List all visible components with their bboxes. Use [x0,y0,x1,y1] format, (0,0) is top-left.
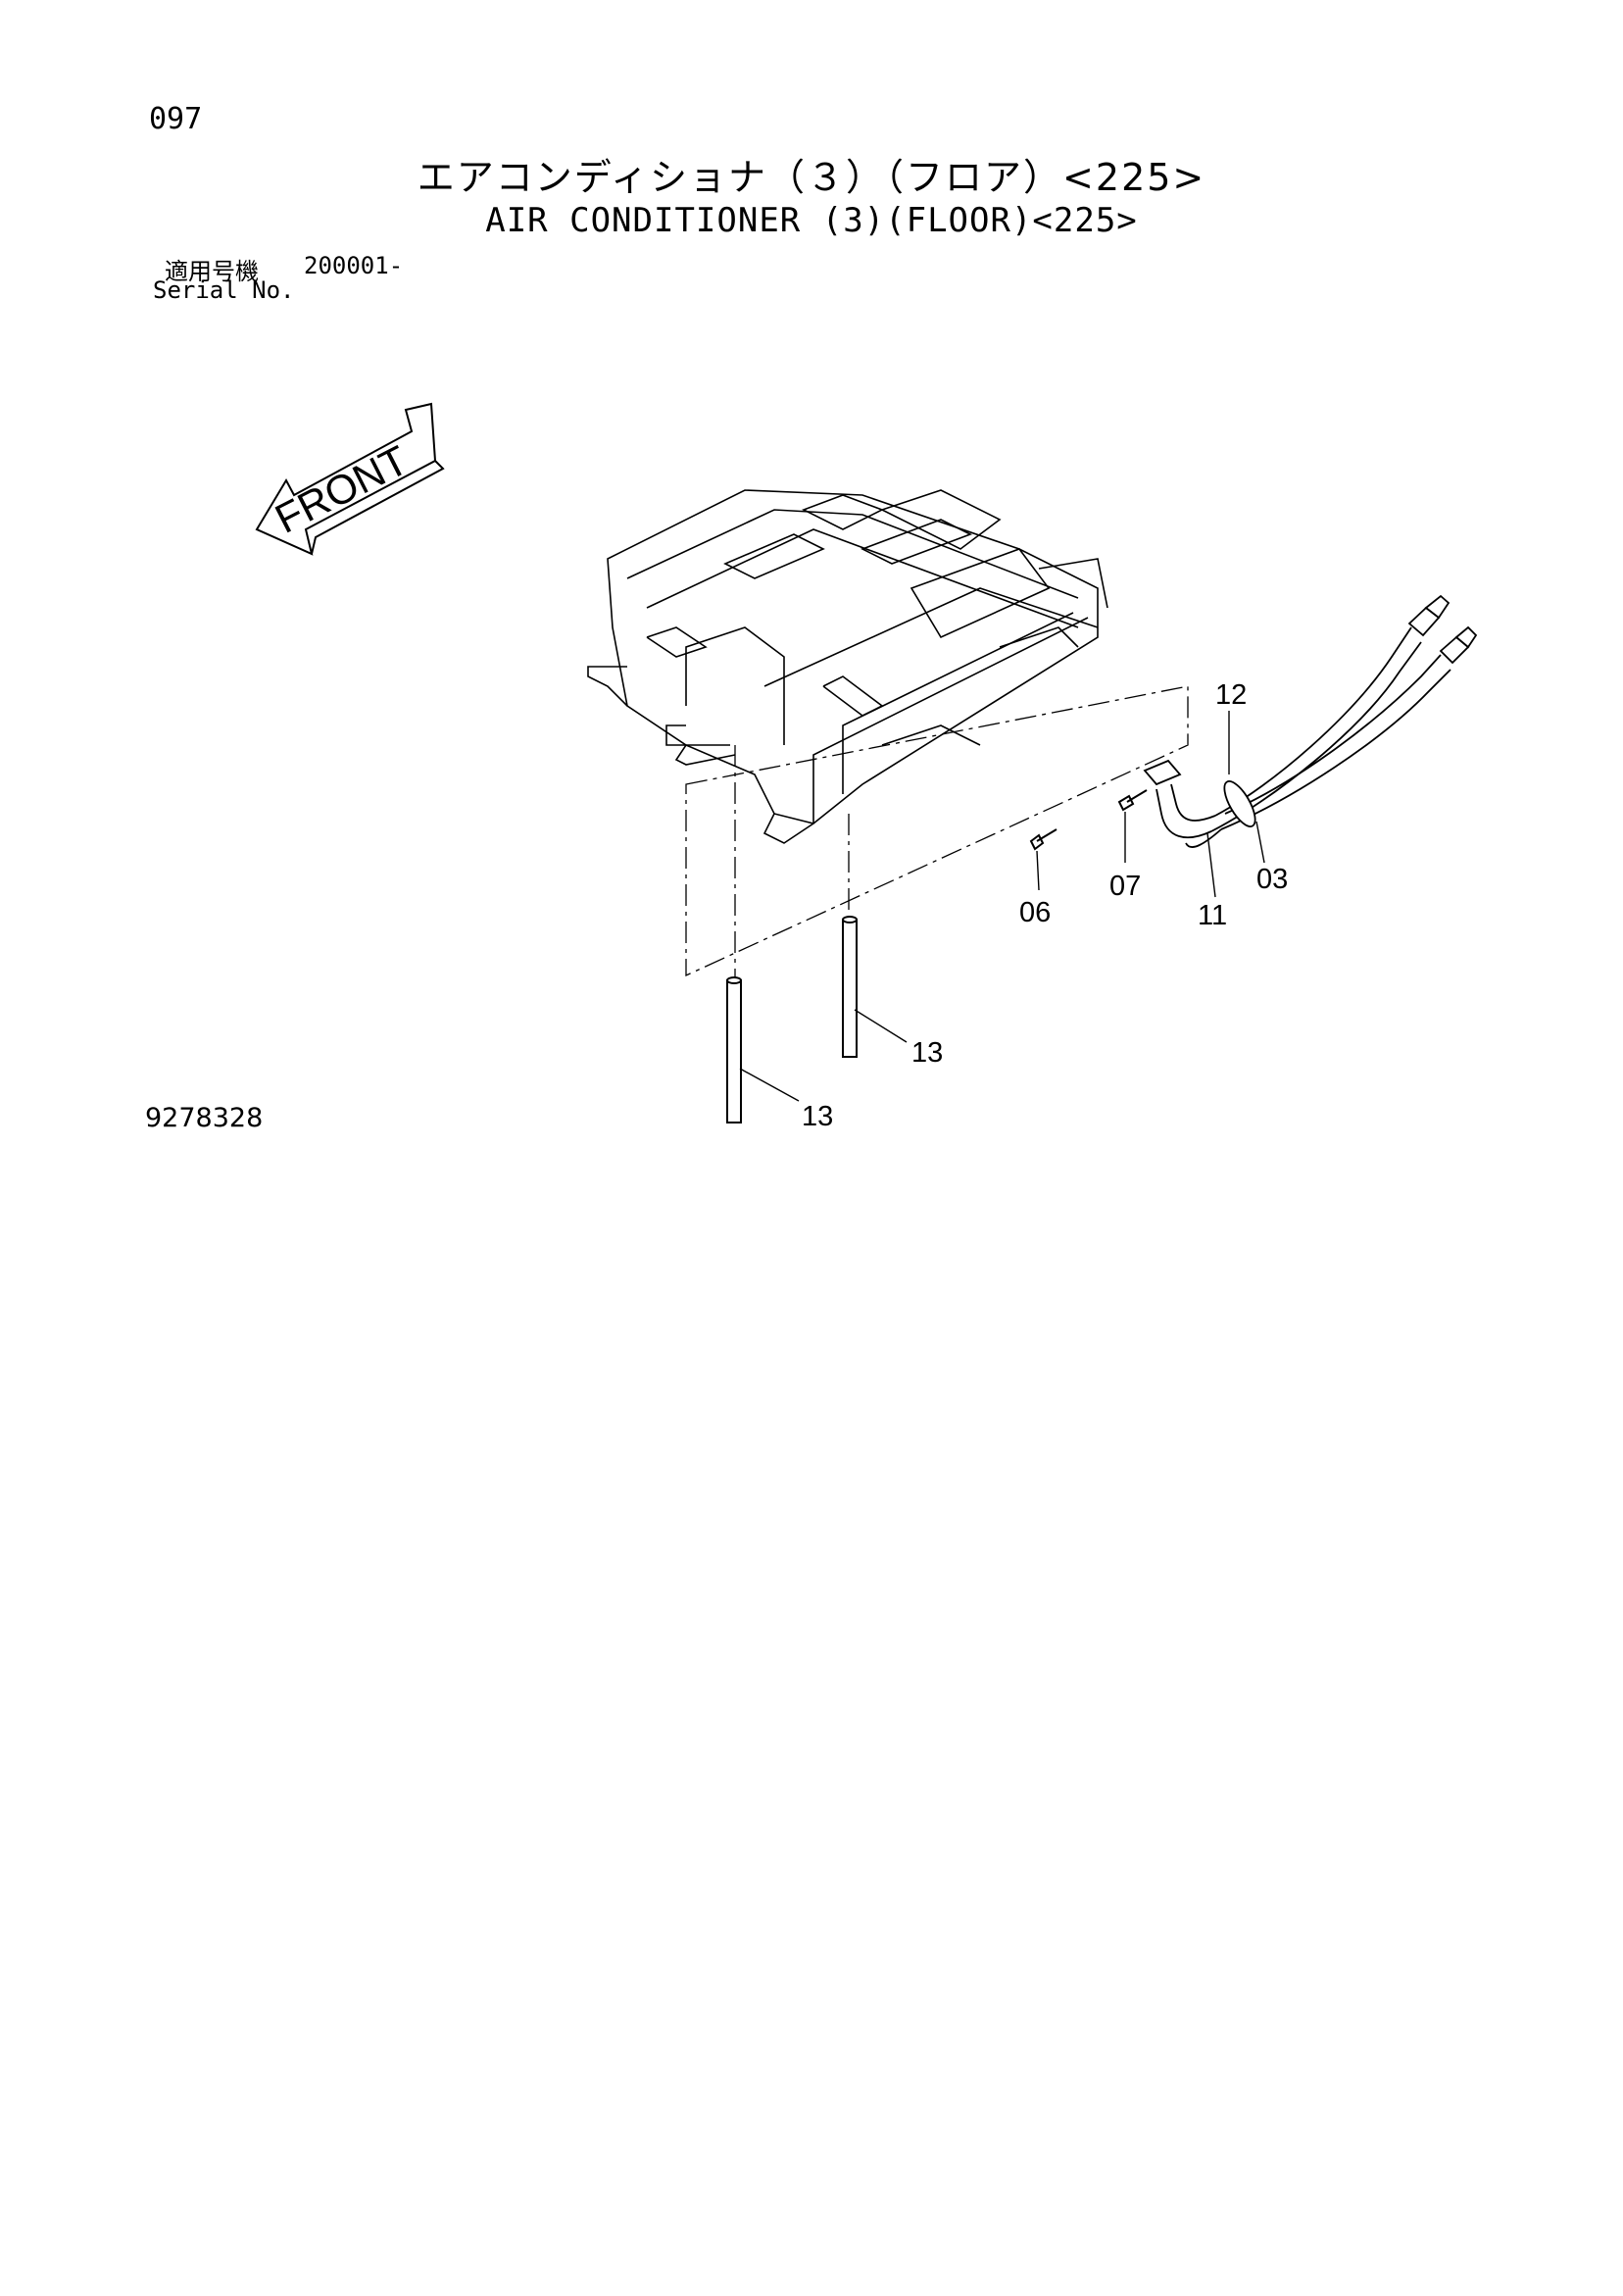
front-arrow-label: FRONT [268,436,415,542]
guide-outline [685,685,1189,977]
bolt-part-07 [1117,789,1148,812]
rod-part-13-left [726,976,742,1123]
serial-label-english: Serial No. [153,276,295,304]
callout-03: 03 [1256,864,1288,895]
page-number: 097 [149,102,203,136]
callout-07: 07 [1109,871,1141,902]
callout-06: 06 [1019,897,1051,928]
hose-assembly [1143,594,1478,848]
page-title-english: AIR CONDITIONER (3)(FLOOR)<225> [485,201,1138,240]
figure-number: 9278328 [145,1103,264,1133]
callout-12: 12 [1215,679,1247,711]
serial-label-japanese: 適用号機 [165,258,259,285]
bolt-part-06 [1029,828,1057,851]
page-title-japanese: エアコンディショナ（３）（フロア）<225> [417,156,1206,199]
serial-range: 200001- [304,252,404,279]
front-arrow-icon: FRONT [255,402,445,556]
callout-13-right: 13 [911,1037,943,1069]
rod-part-13-right [842,916,858,1058]
callout-13-left: 13 [802,1101,833,1132]
air-conditioner-unit [587,489,1108,844]
callout-11: 11 [1198,900,1227,931]
